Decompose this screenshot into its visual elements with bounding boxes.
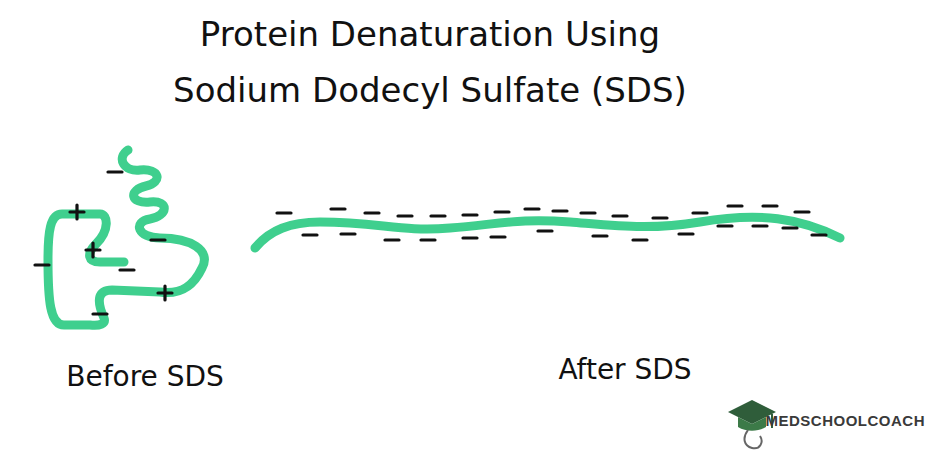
watermark: MEDSCHOOLCOACH (766, 412, 926, 429)
state-label: Before SDS (66, 360, 224, 394)
charge-signs (35, 172, 172, 314)
folded-protein (48, 150, 204, 325)
title: Protein Denaturation Using Sodium Dodecy… (70, 6, 790, 118)
state-label: After SDS (558, 353, 691, 387)
negative-charges (277, 206, 826, 240)
